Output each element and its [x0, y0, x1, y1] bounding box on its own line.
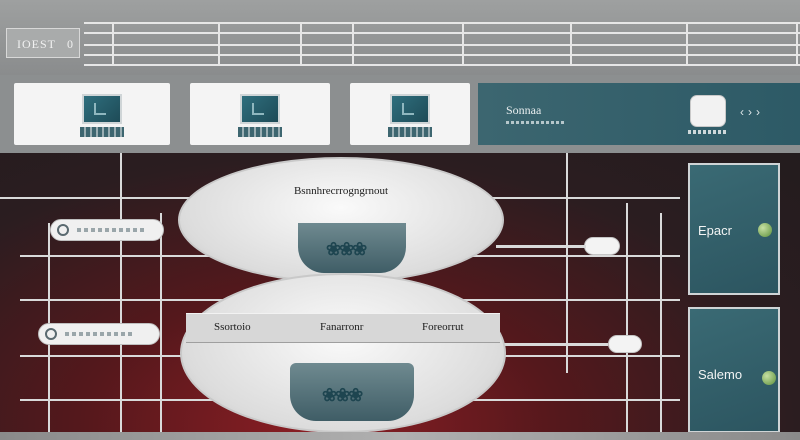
main-canvas: Bsnnhrecrrogngrnout ❀❀❀ Ssortoio Fanarro… [0, 153, 800, 440]
side-card-label: Epacr [698, 223, 732, 238]
panel-button-caption [688, 130, 728, 134]
flower-icon: ❀❀❀ [326, 239, 367, 259]
record-icon [45, 328, 57, 340]
tray-indicator [238, 127, 282, 137]
header-grid [84, 22, 800, 66]
wire [160, 213, 162, 433]
toolbar-card-1[interactable] [14, 83, 170, 145]
oval-button-1[interactable] [584, 237, 620, 255]
center-label-band: Ssortoio Fanarronr Foreorrut [186, 313, 500, 343]
oval-button-2[interactable] [608, 335, 642, 353]
disc-title: Bsnnhrecrrogngrnout [293, 185, 389, 197]
flower-icon: ❀❀❀ [322, 385, 363, 405]
status-dot-icon [762, 371, 776, 385]
panel-sublabel [506, 121, 566, 124]
app-tile-icon [82, 94, 122, 124]
toolbar: Sonnaa ‹›› [0, 75, 800, 153]
lower-bowl: ❀❀❀ [290, 363, 414, 421]
band-label-3[interactable]: Foreorrut [422, 321, 464, 333]
side-card-label: Salemo [698, 367, 743, 382]
wire [660, 213, 662, 433]
wire [566, 153, 568, 373]
panel-label: Sonnaa [506, 103, 542, 117]
band-label-1[interactable]: Ssortoio [214, 321, 251, 333]
wire [626, 203, 628, 433]
bottom-strip [0, 432, 800, 440]
header-title: IOEST [17, 37, 56, 51]
chevron-nav-icon[interactable]: ‹›› [740, 105, 764, 119]
tray-indicator [80, 127, 124, 137]
row-control-2[interactable] [38, 323, 160, 345]
header-number: 0 [67, 37, 74, 51]
header-title-box[interactable]: IOEST 0 [6, 28, 80, 58]
app-tile-icon [390, 94, 430, 124]
toolbar-info-panel: Sonnaa ‹›› [478, 83, 800, 145]
upper-bowl: ❀❀❀ [298, 223, 406, 273]
app-tile-icon [240, 94, 280, 124]
row-control-1[interactable] [50, 219, 164, 241]
band-label-2[interactable]: Fanarronr [320, 321, 364, 333]
wire [120, 153, 122, 433]
status-dot-icon [758, 223, 772, 237]
tray-indicator [388, 127, 432, 137]
side-card-2[interactable]: Salemo [688, 307, 780, 433]
panel-toggle-button[interactable] [690, 95, 726, 127]
side-card-1[interactable]: Epacr [688, 163, 780, 295]
top-header-band: IOEST 0 [0, 0, 800, 75]
toolbar-card-3[interactable] [350, 83, 470, 145]
record-icon [57, 224, 69, 236]
toolbar-card-2[interactable] [190, 83, 330, 145]
